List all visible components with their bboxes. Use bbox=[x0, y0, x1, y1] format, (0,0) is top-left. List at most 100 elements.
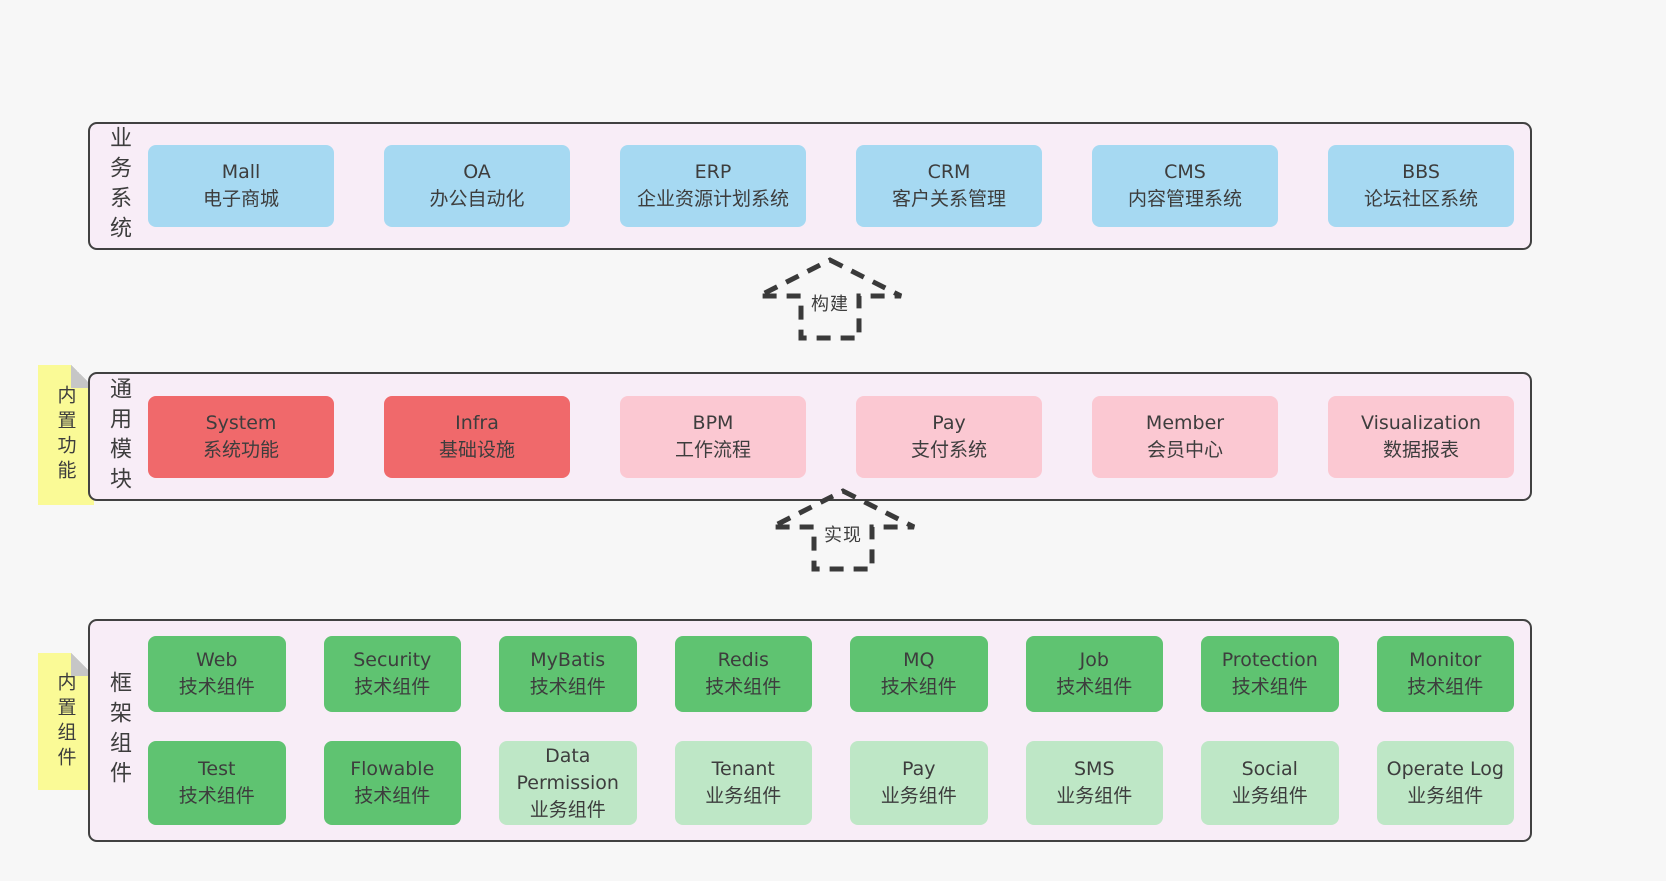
box-subtitle: 技术组件 bbox=[354, 785, 431, 807]
box-title: Social bbox=[1241, 758, 1298, 780]
sticky-note-built-in-features: 内置功能 bbox=[38, 365, 94, 505]
layer-framework-components: 框架组件 Web 技术组件 Security 技术组件 MyBatis 技术组件 Redis… bbox=[88, 619, 1532, 842]
box-subtitle: 技术组件 bbox=[880, 676, 957, 698]
box-subtitle: 数据报表 bbox=[1382, 438, 1459, 461]
box-sms: SMS 业务组件 bbox=[1025, 741, 1163, 825]
box-subtitle: 技术组件 bbox=[1056, 676, 1133, 698]
box-erp: ERP 企业资源计划系统 bbox=[620, 145, 806, 227]
box-title: Operate Log bbox=[1386, 758, 1504, 780]
layer-components-label: 框架组件 bbox=[106, 670, 131, 791]
components-box-row: Test 技术组件 Flowable 技术组件 Data Permission 业务组件 T… bbox=[148, 741, 1514, 825]
box-subtitle: 技术组件 bbox=[1231, 676, 1308, 698]
box-title: Job bbox=[1079, 649, 1109, 671]
arrow-build-label: 构建 bbox=[808, 288, 852, 318]
box-subtitle: 办公自动化 bbox=[429, 188, 525, 210]
box-subtitle: 技术组件 bbox=[354, 676, 431, 698]
box-mq: MQ 技术组件 bbox=[850, 636, 988, 712]
box-subtitle: 客户关系管理 bbox=[891, 188, 1006, 210]
box-job: Job 技术组件 bbox=[1025, 636, 1163, 712]
box-social: Social 业务组件 bbox=[1201, 741, 1339, 825]
box-crm: CRM 客户关系管理 bbox=[856, 145, 1042, 227]
arrow-implement-label: 实现 bbox=[821, 519, 865, 549]
box-title: Test bbox=[198, 758, 236, 780]
box-title: Security bbox=[353, 649, 432, 671]
box-title: Pay bbox=[932, 411, 966, 434]
box-subtitle: 企业资源计划系统 bbox=[636, 188, 789, 210]
box-title: Monitor bbox=[1409, 649, 1482, 671]
box-subtitle: 业务组件 bbox=[1056, 785, 1133, 807]
box-mall: Mall 电子商城 bbox=[148, 145, 334, 227]
sticky-components-label: 内置组件 bbox=[54, 671, 77, 772]
box-title: Pay bbox=[902, 758, 936, 780]
box-subtitle: 系统功能 bbox=[202, 438, 279, 461]
box-visualization: Visualization 数据报表 bbox=[1328, 395, 1514, 478]
box-subtitle: 技术组件 bbox=[529, 676, 606, 698]
box-subtitle: 电子商城 bbox=[202, 188, 279, 210]
sticky-modules-label: 内置功能 bbox=[54, 385, 77, 485]
box-system: System 系统功能 bbox=[148, 395, 334, 478]
box-title: Protection bbox=[1221, 649, 1318, 671]
box-title: Member bbox=[1145, 411, 1225, 434]
box-title: CRM bbox=[927, 161, 971, 183]
box-subtitle: 内容管理系统 bbox=[1127, 188, 1242, 210]
box-security: Security 技术组件 bbox=[323, 636, 461, 712]
box-title: Redis bbox=[717, 649, 769, 671]
box-subtitle: 基础设施 bbox=[438, 438, 515, 461]
box-title: Infra bbox=[455, 411, 499, 434]
box-monitor: Monitor 技术组件 bbox=[1376, 636, 1514, 712]
box-title: Flowable bbox=[350, 758, 435, 780]
layer-business-label: 业务系统 bbox=[106, 126, 131, 246]
layer-business-systems: 业务系统 Mall 电子商城 OA 办公自动化 ERP 企业资源计划系统 CRM 客户关系管理… bbox=[88, 122, 1532, 250]
layer-common-modules: 通用模块 System 系统功能 Infra 基础设施 BPM 工作流程 Pay 支付系统 Me… bbox=[88, 372, 1532, 501]
up-arrow-dashed-icon bbox=[757, 257, 903, 341]
box-title: ERP bbox=[694, 161, 732, 183]
box-title: Data Permission bbox=[516, 744, 619, 794]
box-flowable: Flowable 技术组件 bbox=[323, 741, 461, 825]
box-title: System bbox=[205, 411, 277, 434]
box-subtitle: 技术组件 bbox=[178, 785, 255, 807]
layer-modules-label: 通用模块 bbox=[106, 376, 131, 497]
box-subtitle: 业务组件 bbox=[705, 785, 782, 807]
box-subtitle: 论坛社区系统 bbox=[1363, 188, 1478, 210]
sticky-note-built-in-components: 内置组件 bbox=[38, 653, 94, 790]
box-subtitle: 业务组件 bbox=[1407, 785, 1484, 807]
box-subtitle: 业务组件 bbox=[1231, 785, 1308, 807]
box-subtitle: 技术组件 bbox=[705, 676, 782, 698]
box-bpm: BPM 工作流程 bbox=[620, 395, 806, 478]
box-subtitle: 工作流程 bbox=[674, 438, 751, 461]
box-title: Web bbox=[196, 649, 238, 671]
box-subtitle: 技术组件 bbox=[178, 676, 255, 698]
box-web: Web 技术组件 bbox=[148, 636, 286, 712]
box-bbs: BBS 论坛社区系统 bbox=[1328, 145, 1514, 227]
arrow-build: 构建 bbox=[755, 256, 905, 342]
up-arrow-dashed-icon bbox=[770, 488, 916, 572]
box-infra: Infra 基础设施 bbox=[384, 395, 570, 478]
arrow-implement: 实现 bbox=[768, 487, 918, 573]
box-oa: OA 办公自动化 bbox=[384, 145, 570, 227]
box-title: OA bbox=[463, 161, 491, 183]
box-pay: Pay 支付系统 bbox=[856, 395, 1042, 478]
box-title: Mall bbox=[221, 161, 261, 183]
box-title: BBS bbox=[1402, 161, 1440, 183]
box-protection: Protection 技术组件 bbox=[1201, 636, 1339, 712]
box-subtitle: 支付系统 bbox=[910, 438, 987, 461]
box-title: Tenant bbox=[711, 758, 775, 780]
box-subtitle: 业务组件 bbox=[529, 798, 606, 821]
box-title: BPM bbox=[692, 411, 734, 434]
box-operate-log: Operate Log 业务组件 bbox=[1376, 741, 1514, 825]
box-title: SMS bbox=[1073, 758, 1115, 780]
box-title: MQ bbox=[903, 649, 935, 671]
box-subtitle: 技术组件 bbox=[1407, 676, 1484, 698]
box-title: MyBatis bbox=[530, 649, 606, 671]
box-title: Visualization bbox=[1360, 411, 1481, 434]
